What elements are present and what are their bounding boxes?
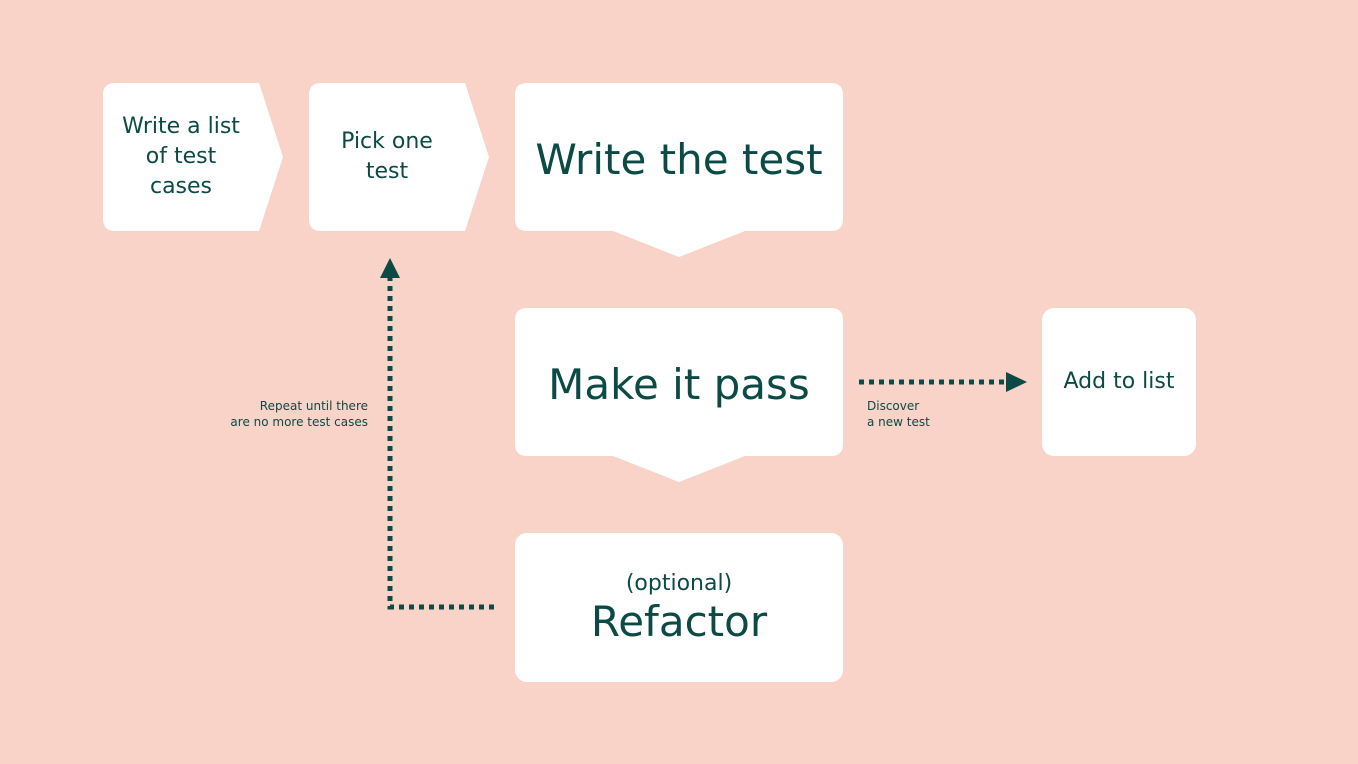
node-list-tests-line-1: Write a list (122, 114, 240, 139)
node-add-to-list-shape (1042, 308, 1196, 456)
edge-repeat-loop-line (387, 278, 494, 610)
node-list-tests-line-3: cases (149, 174, 213, 199)
edge-repeat-loop-caption-line-1: Repeat until there (259, 399, 368, 413)
node-pick-test-line-2: test (365, 159, 409, 184)
node-list-tests-line-2: of test (145, 144, 217, 169)
node-pick-test-shape (309, 83, 489, 231)
node-add-to-list-text: Add to list (1063, 369, 1175, 394)
node-pick-test-label: Pick one test (309, 83, 465, 231)
node-write-test-label: Write the test (515, 83, 843, 237)
node-make-pass-text: Make it pass (548, 360, 810, 409)
edge-discover-caption: Discover a new test (867, 398, 987, 430)
node-refactor-text: Refactor (590, 596, 768, 646)
node-list-tests-label: Write a list of test cases (103, 83, 259, 231)
edge-repeat-loop-arrowhead (380, 258, 400, 278)
node-write-test-text: Write the test (535, 135, 823, 184)
edge-repeat-loop-caption: Repeat until there are no more test case… (210, 398, 368, 430)
node-add-to-list-label: Add to list (1042, 308, 1196, 456)
node-make-pass-shape (515, 308, 843, 482)
node-refactor-qualifier: (optional) (625, 570, 733, 596)
node-list-tests-shape (103, 83, 283, 231)
node-pick-test-line-1: Pick one (341, 129, 433, 154)
edge-discover-arrowhead (1006, 372, 1027, 392)
node-refactor-label: (optional) Refactor (515, 533, 843, 682)
node-write-test-shape (515, 83, 843, 257)
edge-discover-caption-line-2: a new test (867, 415, 930, 429)
edge-discover-caption-line-1: Discover (867, 399, 920, 413)
node-refactor-shape (515, 533, 843, 682)
node-make-pass-label: Make it pass (515, 308, 843, 462)
edge-repeat-loop-caption-line-2: are no more test cases (230, 415, 368, 429)
